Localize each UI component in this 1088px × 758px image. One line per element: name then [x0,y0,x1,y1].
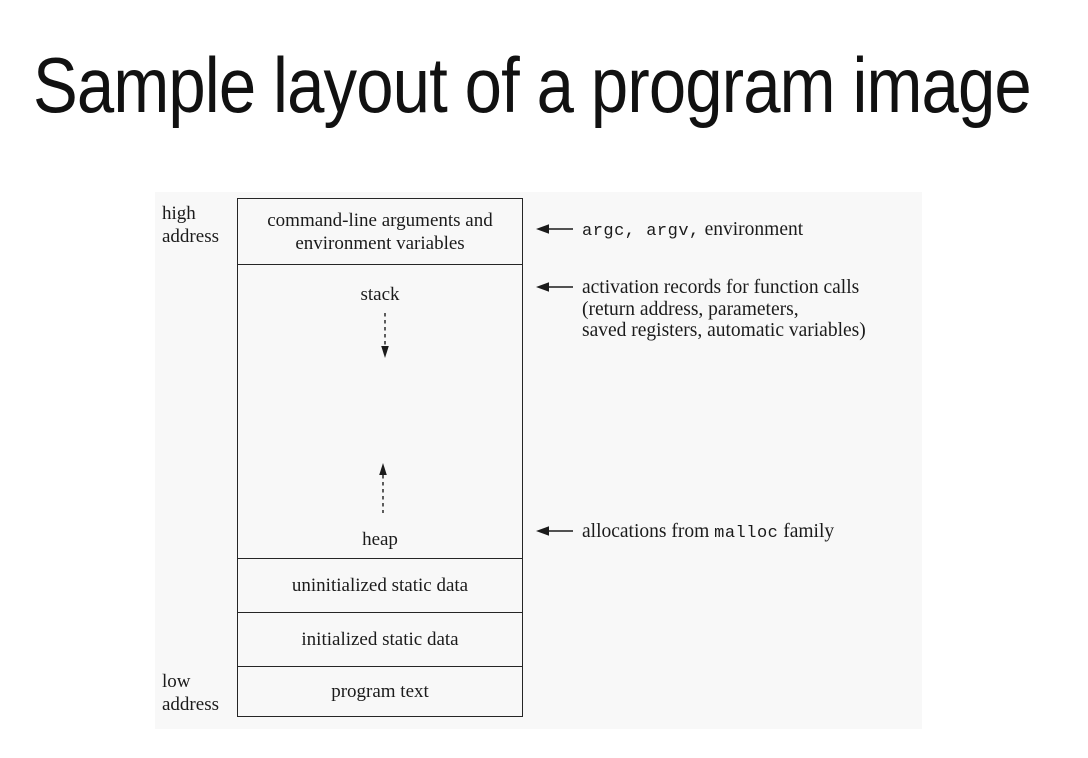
annotation-line: activation records for function calls [582,277,860,298]
annotation-text: allocations from malloc family [582,521,834,545]
annotation-heap: allocations from malloc family [536,521,834,545]
annotation-serif-text: environment [699,219,804,240]
annotation-line: saved registers, automatic variables) [582,320,866,341]
segment-label: command-line arguments and environment v… [267,209,493,254]
high-address-label: high address [162,203,219,247]
segment-uninitialized-static-data: uninitialized static data [238,559,522,613]
segment-label: program text [331,680,429,702]
segment-program-text: program text [238,667,522,716]
program-image-diagram: high address low address command-line ar… [155,192,922,729]
annotation-mono-text: malloc [714,524,779,543]
annotation-stack: activation records for function calls (r… [536,277,866,342]
annotation-mono-text: argc, argv, [582,222,700,241]
low-address-label: low address [162,671,219,715]
left-arrow-icon [536,224,573,234]
segment-stack-heap: stack heap [238,265,522,559]
annotation-text: argc, argv, environment [582,219,803,243]
annotation-text: activation records for function calls (r… [582,277,866,342]
segment-initialized-static-data: initialized static data [238,613,522,667]
segment-label: uninitialized static data [291,574,469,596]
segment-label-heap: heap [362,529,398,550]
stack-growth-arrow-icon [381,313,389,358]
segment-label: initialized static data [301,628,459,650]
memory-layout-box: command-line arguments and environment v… [237,198,523,717]
left-arrow-icon [536,282,573,292]
annotation-command-line-arguments: argc, argv, environment [536,219,803,243]
segment-command-line-arguments: command-line arguments and environment v… [238,199,522,265]
annotation-serif-text: allocations from [582,521,715,542]
segment-label-stack: stack [360,284,400,305]
annotation-line: (return address, parameters, [582,298,799,320]
annotation-serif-text: family [778,521,835,542]
heap-growth-arrow-icon [379,463,387,513]
page-title: Sample layout of a program image [33,41,1032,129]
left-arrow-icon [536,526,573,536]
